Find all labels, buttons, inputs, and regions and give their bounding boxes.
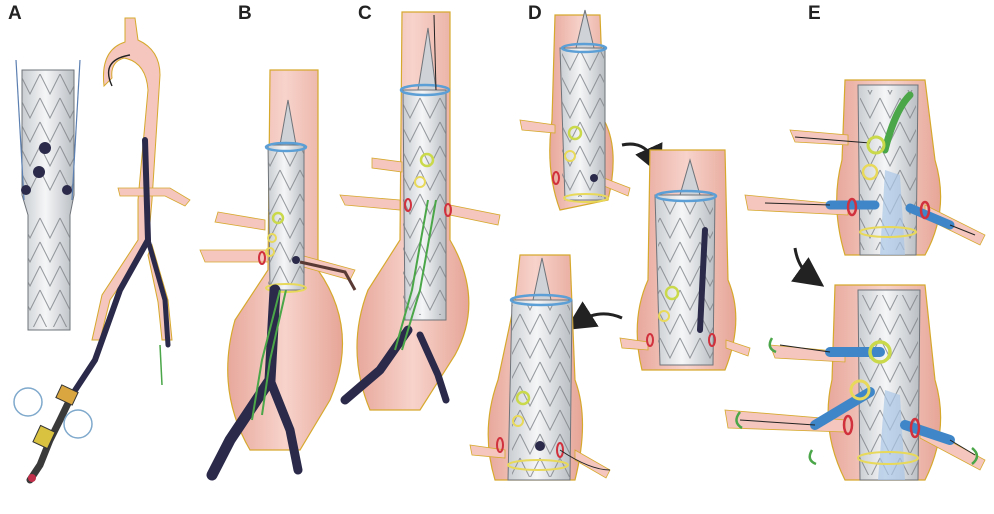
delivery-system-handle bbox=[13, 384, 93, 484]
panel-d-step-1 bbox=[519, 9, 631, 211]
fenestration-marker bbox=[646, 285, 716, 347]
stent-graft bbox=[857, 84, 919, 256]
stent-graft bbox=[654, 158, 718, 366]
delivery-sheath bbox=[206, 260, 357, 481]
panel-d-step-3 bbox=[469, 254, 611, 481]
fenestration-marker bbox=[846, 135, 931, 238]
panel-a bbox=[13, 17, 191, 484]
stent-graft bbox=[857, 289, 921, 481]
panel-label-c: C bbox=[358, 3, 372, 24]
panel-b bbox=[199, 69, 357, 481]
fenestrated-stent-graft bbox=[15, 59, 81, 331]
stent-graft bbox=[559, 9, 609, 203]
fenestration-marker bbox=[552, 125, 598, 185]
fenestration-marker bbox=[21, 142, 72, 195]
curved-arrow-icon bbox=[565, 301, 623, 331]
fenestration-marker bbox=[258, 211, 300, 265]
panel-label-e: E bbox=[808, 3, 821, 24]
curved-arrow-icon bbox=[791, 247, 825, 287]
fenestration-marker bbox=[842, 340, 921, 465]
fenestration-marker bbox=[404, 152, 452, 217]
fenestration-marker bbox=[496, 390, 611, 471]
panel-e-step-1 bbox=[744, 79, 986, 256]
panel-c bbox=[339, 11, 501, 411]
panel-label-a: A bbox=[8, 3, 22, 24]
panel-e-step-2 bbox=[724, 284, 986, 481]
panel-d-step-2 bbox=[619, 149, 751, 371]
delivery-sheath bbox=[69, 137, 171, 398]
panel-label-b: B bbox=[238, 3, 252, 24]
panel-label-d: D bbox=[528, 3, 542, 24]
stent-graft bbox=[399, 14, 451, 321]
covered-stent bbox=[764, 91, 976, 236]
aorta-with-iliacs bbox=[91, 17, 191, 341]
delivery-sheath bbox=[340, 199, 450, 405]
stent-graft bbox=[507, 257, 573, 481]
